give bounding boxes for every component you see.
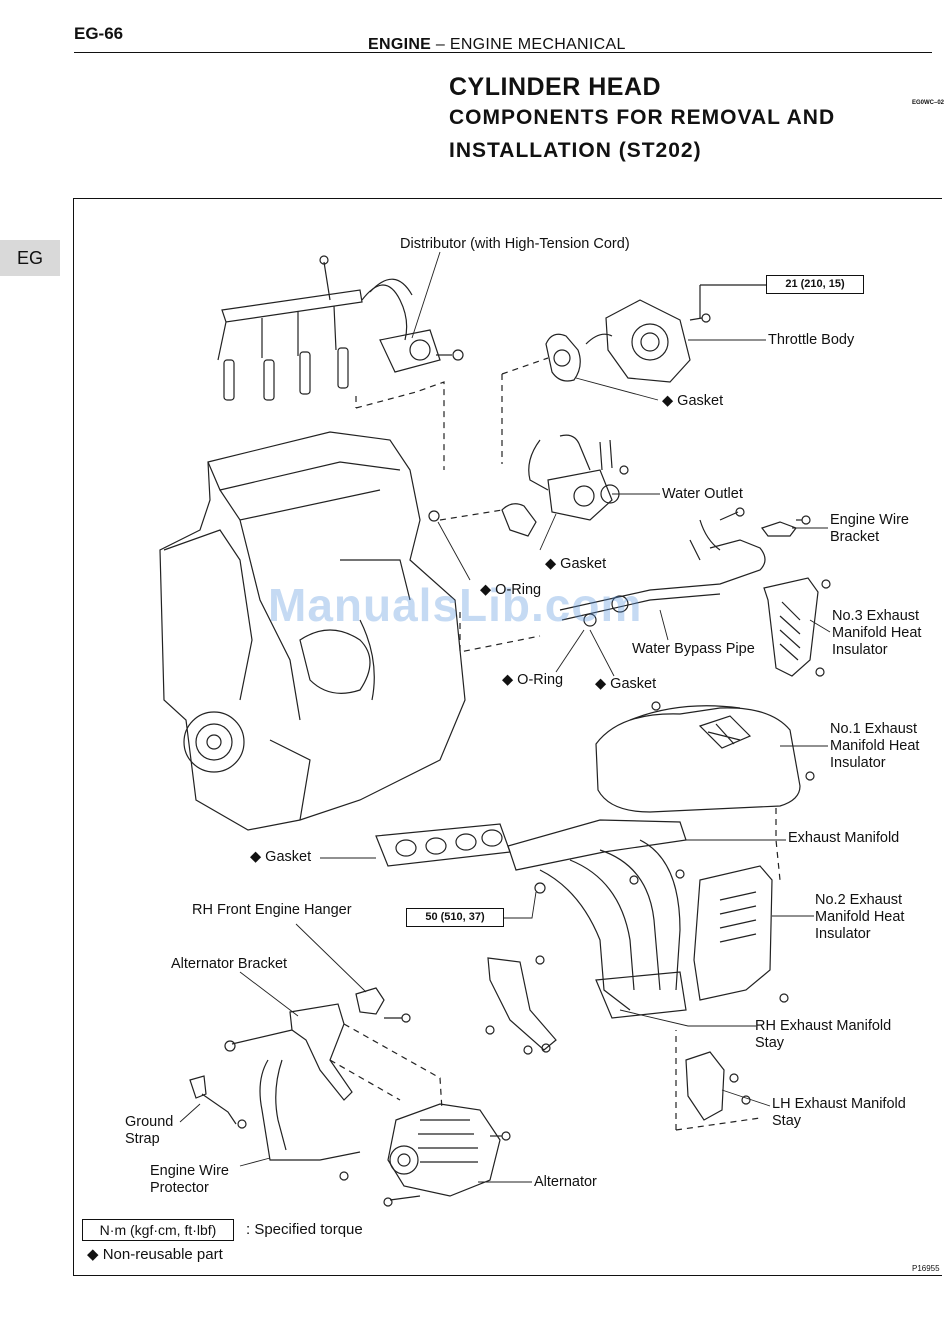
label-lh-exhaust-manifold-stay: LH Exhaust Manifold Stay bbox=[772, 1096, 906, 1129]
rh-stay-drawing bbox=[485, 955, 557, 1055]
exhaust-manifold-drawing bbox=[507, 819, 687, 1019]
distributor-drawing bbox=[217, 255, 464, 401]
label-distributor: Distributor (with High-Tension Cord) bbox=[400, 236, 630, 252]
legend-non-reusable: ◆ Non-reusable part bbox=[87, 1246, 223, 1263]
label-gasket-throttle: ◆ Gasket bbox=[662, 393, 724, 409]
section-title: ENGINE – ENGINE MECHANICAL bbox=[368, 36, 626, 54]
throttle-body-drawing bbox=[585, 284, 766, 383]
section-title-rest: – ENGINE MECHANICAL bbox=[431, 36, 626, 53]
lh-stay-drawing bbox=[685, 1051, 751, 1121]
water-outlet-drawing bbox=[528, 434, 629, 521]
label-gasket-water-outlet: ◆ Gasket bbox=[545, 556, 607, 572]
wire-protector-drawing bbox=[259, 1059, 361, 1181]
section-tab: EG bbox=[0, 240, 60, 276]
no2-insulator-drawing bbox=[693, 865, 789, 1003]
document-code: EG0WC–02 bbox=[912, 100, 945, 106]
label-exhaust-manifold: Exhaust Manifold bbox=[788, 830, 900, 846]
no3-insulator-drawing bbox=[763, 577, 831, 677]
label-water-outlet: Water Outlet bbox=[662, 486, 743, 502]
label-no3-insulator: No.3 Exhaust Manifold Heat Insulator bbox=[832, 608, 922, 658]
label-rh-exhaust-manifold-stay: RH Exhaust Manifold Stay bbox=[755, 1018, 892, 1051]
label-throttle-body: Throttle Body bbox=[768, 332, 855, 348]
leader-lines bbox=[179, 251, 831, 1183]
label-o-ring-lower: ◆ O-Ring bbox=[502, 672, 564, 688]
figure-code: P16955 bbox=[912, 1264, 940, 1273]
label-engine-wire-bracket: Engine Wire Bracket bbox=[830, 512, 909, 545]
alternator-drawing bbox=[383, 1103, 511, 1207]
label-alternator: Alternator bbox=[534, 1174, 597, 1190]
section-title-bold: ENGINE bbox=[368, 36, 432, 53]
watermark: ManualsLib.com bbox=[268, 579, 643, 631]
label-ground-strap: Ground Strap bbox=[125, 1114, 174, 1147]
label-gasket-exhaust: ◆ Gasket bbox=[250, 849, 312, 865]
label-water-bypass-pipe: Water Bypass Pipe bbox=[632, 641, 755, 657]
legend-torque-desc: : Specified torque bbox=[246, 1221, 363, 1238]
label-no2-insulator: No.2 Exhaust Manifold Heat Insulator bbox=[815, 892, 905, 942]
exhaust-manifold-torque: 50 (510, 37) bbox=[406, 908, 504, 927]
figure-frame bbox=[73, 198, 942, 1276]
alternator-bracket-drawing bbox=[224, 1003, 353, 1101]
legend-torque-unit: N·m (kgf·cm, ft·lbf) bbox=[82, 1219, 234, 1241]
no1-insulator-drawing bbox=[595, 701, 815, 813]
page-number: EG-66 bbox=[74, 24, 124, 43]
label-gasket-bypass: ◆ Gasket bbox=[595, 676, 657, 692]
page-title: CYLINDER HEAD bbox=[449, 73, 662, 101]
label-rh-front-engine-hanger: RH Front Engine Hanger bbox=[192, 902, 352, 918]
engine-block-drawing bbox=[159, 431, 466, 831]
label-o-ring-upper: ◆ O-Ring bbox=[480, 582, 542, 598]
label-no1-insulator: No.1 Exhaust Manifold Heat Insulator bbox=[830, 721, 920, 771]
water-bypass-pipe-drawing bbox=[559, 507, 766, 627]
header-rule bbox=[74, 52, 932, 53]
label-engine-wire-protector: Engine Wire Protector bbox=[150, 1163, 229, 1196]
throttle-body-torque: 21 (210, 15) bbox=[766, 275, 864, 294]
label-alternator-bracket: Alternator Bracket bbox=[171, 956, 288, 972]
page-subtitle-line1: COMPONENTS FOR REMOVAL AND bbox=[449, 106, 836, 129]
page-subtitle-line2: INSTALLATION (ST202) bbox=[449, 139, 702, 162]
exhaust-gasket-drawing bbox=[375, 823, 511, 867]
